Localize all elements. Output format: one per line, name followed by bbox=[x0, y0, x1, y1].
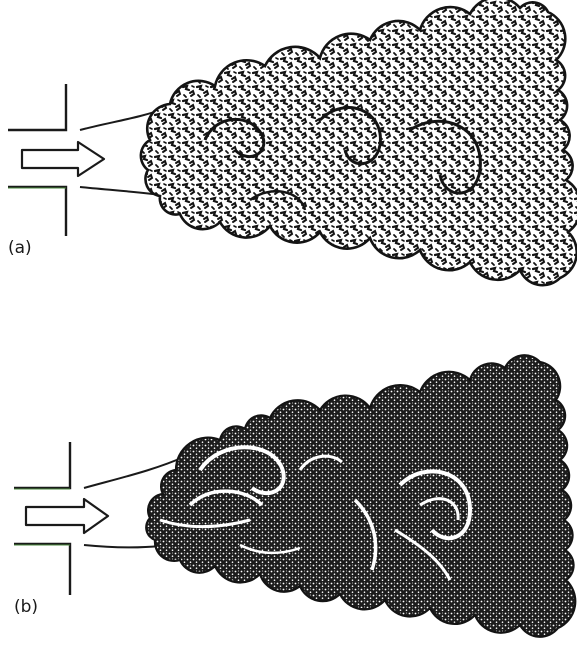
inflow-arrow-a bbox=[22, 142, 104, 176]
nozzle-lower-wall-b bbox=[14, 544, 70, 595]
panel-a: (a) bbox=[8, 0, 577, 285]
nozzle-upper-wall-a bbox=[8, 84, 66, 130]
inflow-arrow-b bbox=[26, 499, 108, 533]
nozzle-lower-wall-a bbox=[8, 187, 66, 236]
panel-label-a: (a) bbox=[8, 238, 32, 258]
nozzle-upper-wall-b bbox=[14, 442, 70, 488]
turbulent-plume-b bbox=[146, 355, 575, 636]
panel-label-b: (b) bbox=[14, 597, 38, 617]
turbulent-plume-a bbox=[141, 0, 577, 285]
jet-boundary-lower-b bbox=[84, 545, 160, 547]
panel-b: (b) bbox=[14, 355, 575, 636]
